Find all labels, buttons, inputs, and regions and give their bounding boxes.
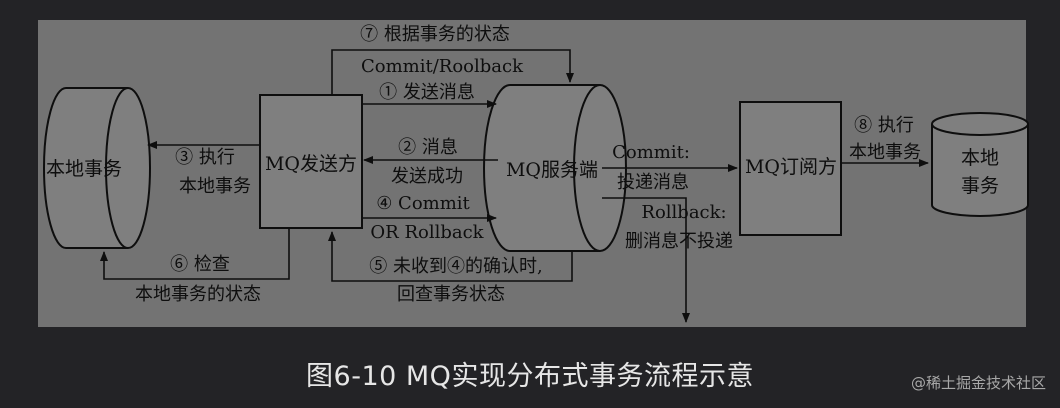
- edge-1-label: ① 发送消息: [379, 82, 475, 103]
- mq-subscriber-label: MQ订阅方: [745, 156, 837, 178]
- edge-5-label-1: ⑤ 未收到④的确认时,: [369, 256, 542, 277]
- edge-7-label-1: ⑦ 根据事务的状态: [360, 24, 510, 45]
- edge-7-label-2: Commit/Roolback: [361, 56, 524, 77]
- edge-8-label-1: ⑧ 执行: [854, 115, 914, 136]
- edge-3-label-1: ③ 执行: [175, 147, 235, 168]
- edge-5-label-2: 回查事务状态: [397, 284, 505, 305]
- local-transaction-right-node: [931, 112, 1029, 217]
- mq-sender-node: [259, 94, 363, 229]
- mq-server-node: [483, 84, 627, 252]
- edge-6-label-2: 本地事务的状态: [135, 284, 261, 305]
- figure-caption: 图6-10 MQ实现分布式事务流程示意: [306, 361, 754, 392]
- edge-8-label-2: 本地事务: [849, 142, 921, 163]
- edge-4-label-1: ④ Commit: [376, 193, 470, 214]
- edge-2-label-2: 发送成功: [391, 166, 463, 187]
- local-transaction-right-label-2: 事务: [961, 175, 999, 197]
- mq-sender-label: MQ发送方: [265, 153, 357, 175]
- commit-label-1: Commit:: [612, 142, 690, 163]
- mq-server-label: MQ服务端: [506, 159, 598, 181]
- rollback-label-1: Rollback:: [641, 202, 726, 223]
- edge-4-label-2: OR Rollback: [370, 222, 484, 243]
- commit-label-2: 投递消息: [617, 172, 689, 193]
- watermark: @稀土掘金技术社区: [910, 374, 1046, 392]
- edge-3-label-2: 本地事务: [179, 176, 251, 197]
- rollback-label-2: 删消息不投递: [625, 231, 733, 252]
- edge-2-label-1: ② 消息: [398, 137, 458, 158]
- arrow-7-status-commit: [331, 49, 574, 94]
- local-transaction-left-node: [43, 87, 151, 249]
- local-transaction-right-label-1: 本地: [961, 147, 999, 169]
- edge-6-label-1: ⑥ 检查: [170, 254, 230, 275]
- mq-subscriber-node: [739, 101, 842, 236]
- arrow-rollback-delete: [602, 197, 690, 323]
- local-transaction-left-label: 本地事务: [46, 158, 122, 180]
- arrow-6-check-status: [100, 229, 290, 280]
- arrow-5-check-back: [328, 231, 573, 282]
